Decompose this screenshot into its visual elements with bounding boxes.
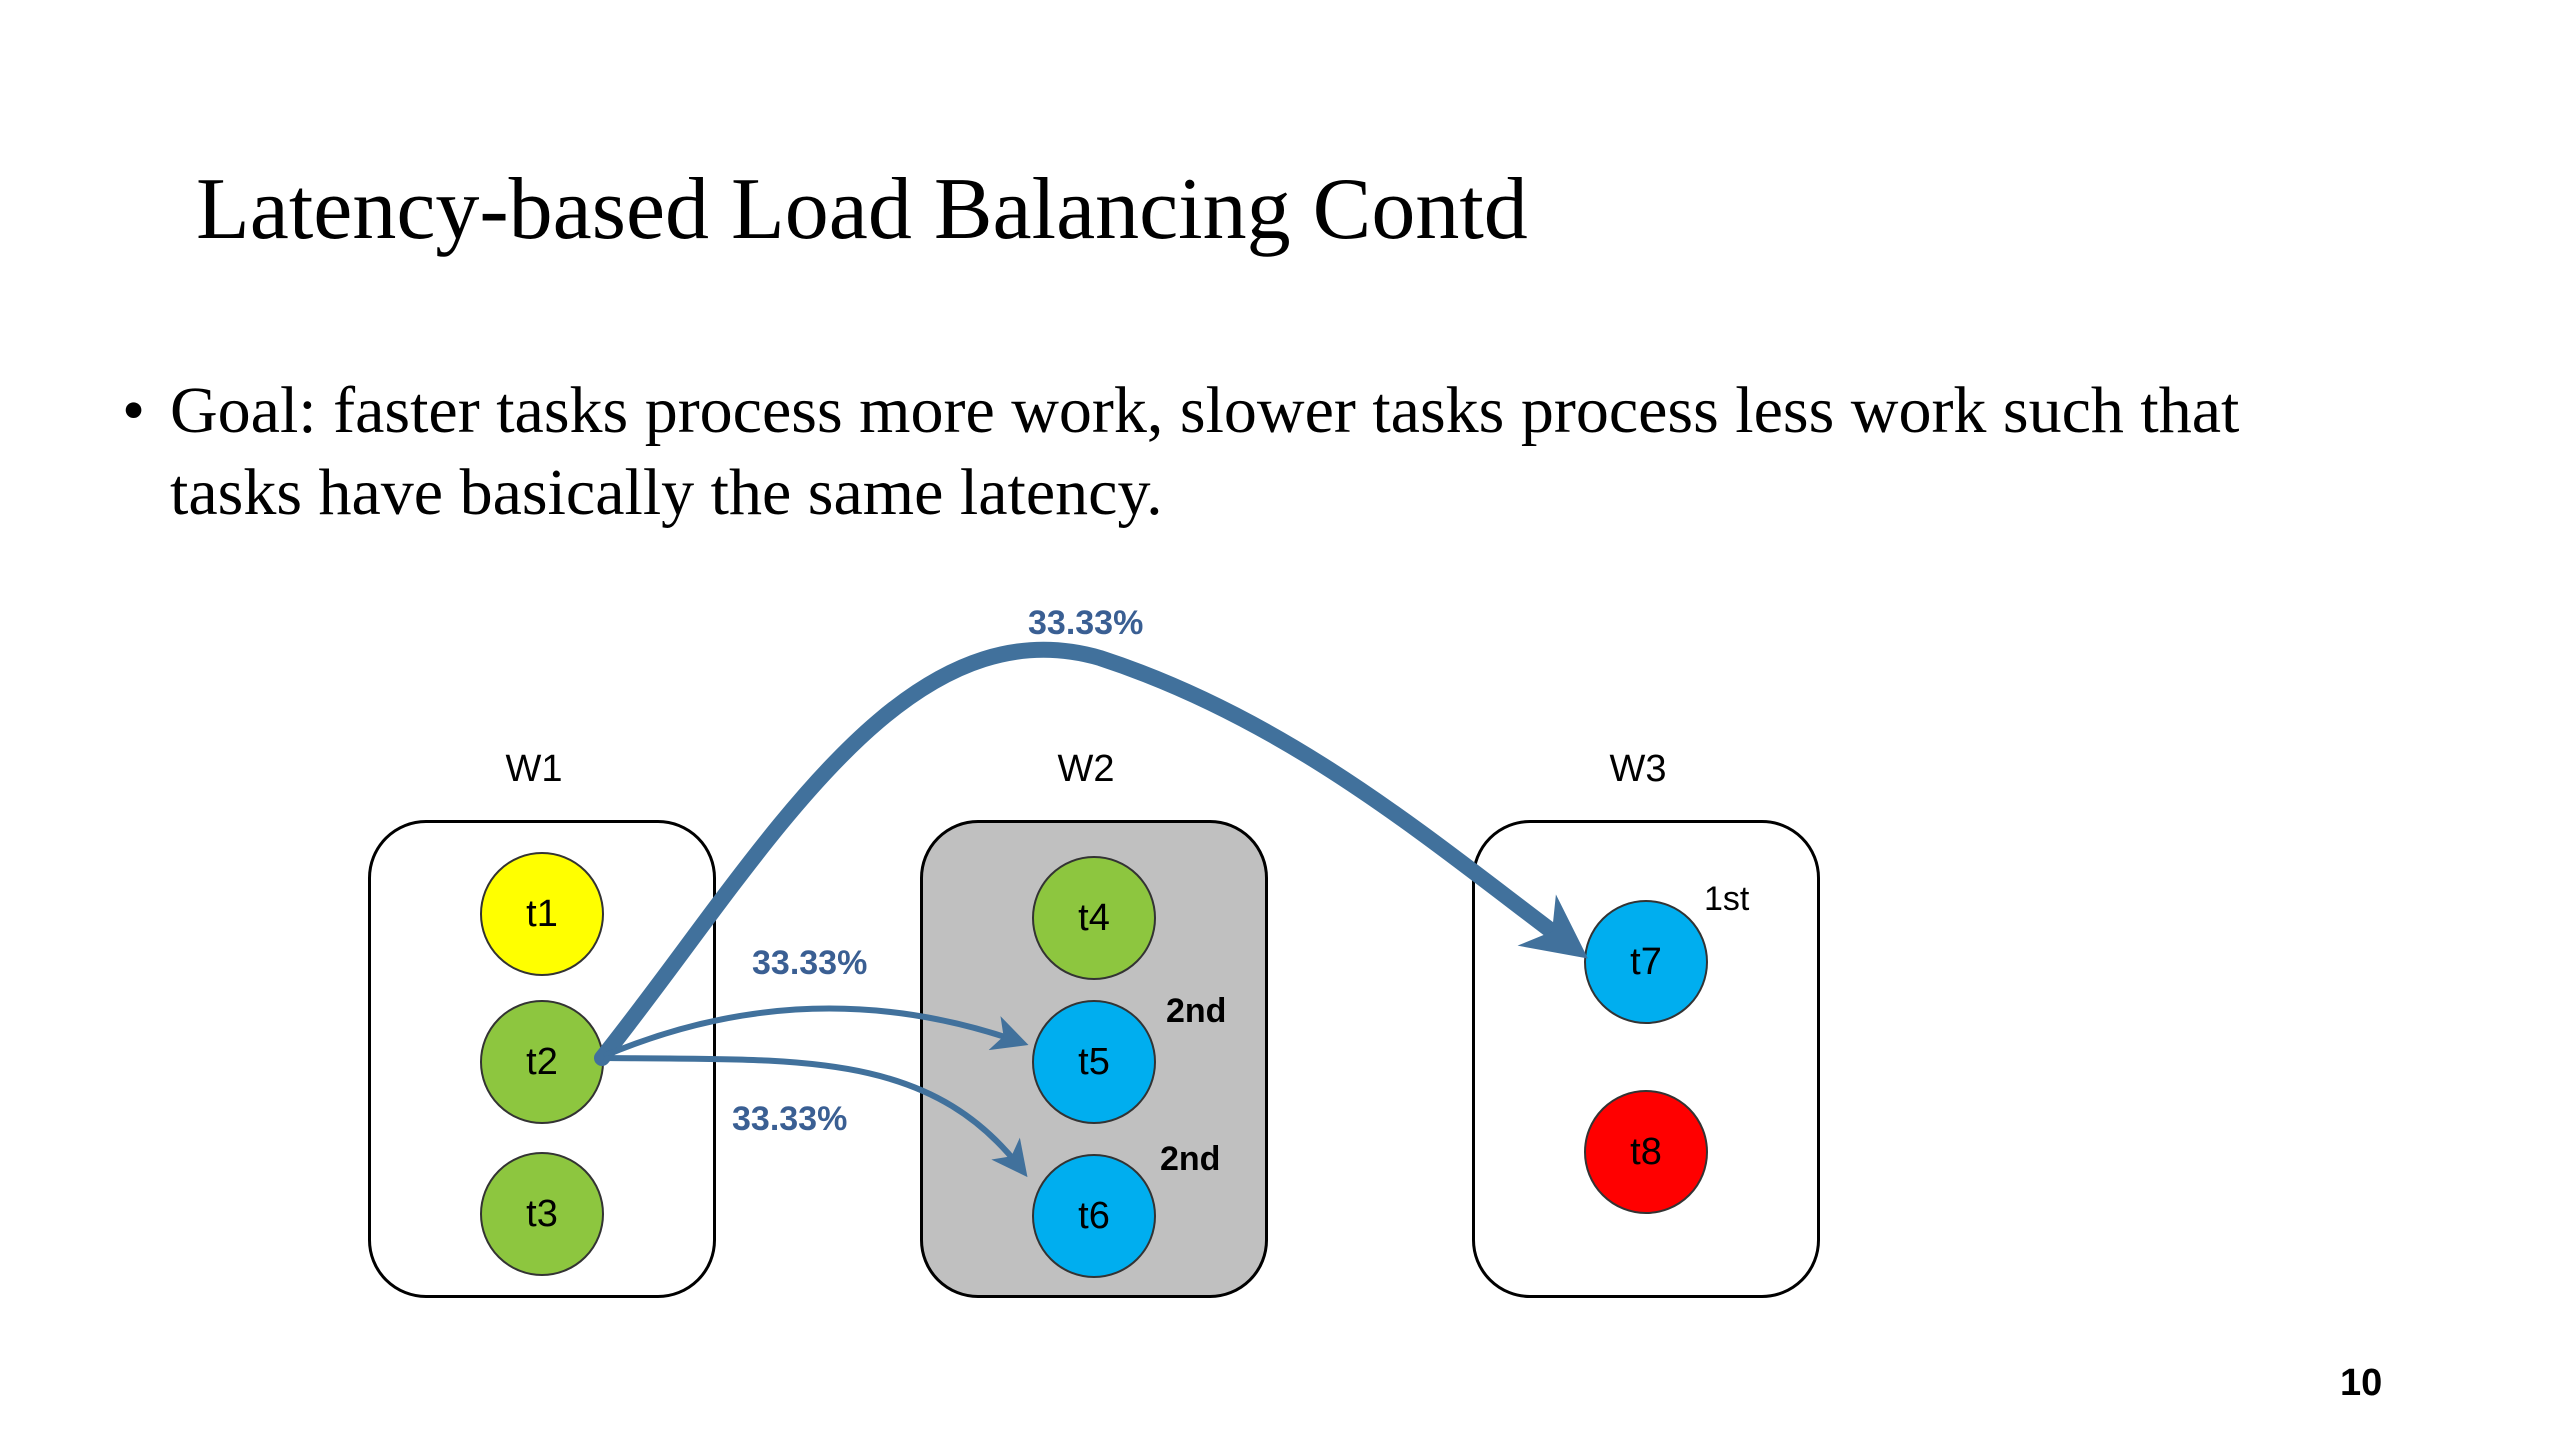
edge-label-t2-t6: 33.33% — [732, 1100, 848, 1138]
bullet-text: Goal: faster tasks process more work, sl… — [170, 374, 2240, 529]
task-t7: t7 — [1584, 900, 1708, 1024]
rank-label-t6: 2nd — [1160, 1140, 1221, 1178]
arrow-t2-to-t5 — [602, 1005, 1029, 1059]
task-t3: t3 — [480, 1152, 604, 1276]
arrow-t2-to-t6 — [603, 1055, 1028, 1178]
arrow-t2-to-t7 — [594, 641, 1588, 1066]
bullet-dot: • — [122, 374, 146, 447]
page-number: 10 — [2340, 1362, 2383, 1404]
edge-label-t2-t5: 33.33% — [752, 944, 868, 982]
rank-label-t5: 2nd — [1166, 992, 1227, 1030]
worker-label-w3: W3 — [1609, 748, 1667, 790]
slide-title: Latency-based Load Balancing Contd — [196, 161, 1528, 258]
task-t8: t8 — [1584, 1090, 1708, 1214]
task-t2: t2 — [480, 1000, 604, 1124]
task-t4: t4 — [1032, 856, 1156, 980]
task-t5: t5 — [1032, 1000, 1156, 1124]
task-t1: t1 — [480, 852, 604, 976]
edge-label-t2-t7: 33.33% — [1028, 604, 1144, 642]
task-t6: t6 — [1032, 1154, 1156, 1278]
rank-label-t7: 1st — [1704, 880, 1750, 918]
worker-label-w1: W1 — [505, 748, 563, 790]
worker-label-w2: W2 — [1057, 748, 1115, 790]
